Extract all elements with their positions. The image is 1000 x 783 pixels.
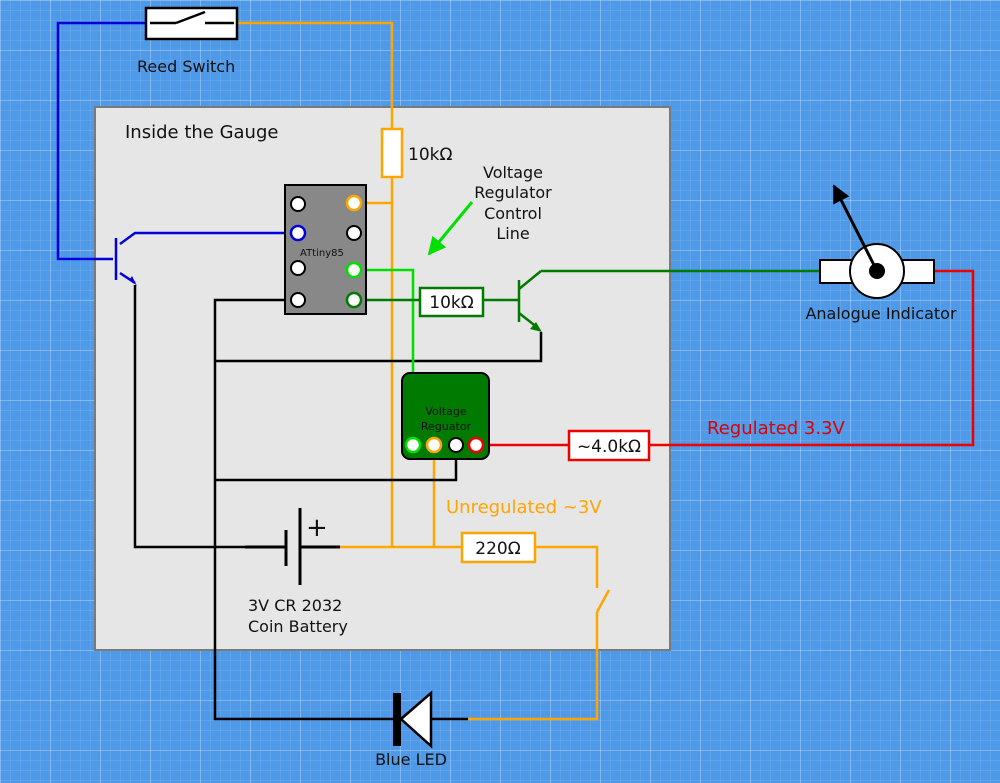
attiny85-label: ATtiny85	[300, 248, 344, 259]
reed-switch[interactable]	[144, 6, 239, 41]
ground-wires	[133, 285, 543, 721]
control-line-arrow	[427, 201, 474, 256]
analogue-indicator	[819, 184, 935, 299]
svg-text:Control: Control	[484, 204, 542, 223]
led-resistor	[460, 531, 537, 564]
meter-resistor-label: ~4.0kΩ	[577, 437, 641, 457]
battery-label-2: Coin Battery	[248, 617, 348, 636]
battery-plus: +	[306, 513, 328, 543]
regulated-label: Regulated 3.3V	[707, 418, 846, 439]
regulator-label-2: Reguator	[421, 420, 472, 433]
regulated-wires	[480, 269, 975, 447]
regulator-label-1: Voltage	[425, 405, 466, 418]
meter-resistor	[567, 429, 651, 462]
voltage-regulator	[401, 372, 490, 460]
gauge-label: Inside the Gauge	[125, 122, 278, 143]
coin-battery	[245, 508, 340, 585]
led-label: Blue LED	[375, 750, 447, 769]
reed-transistor-emitter-arrow	[130, 276, 137, 286]
control-transistor-emitter-arrow	[530, 322, 542, 332]
reed-switch-label: Reed Switch	[137, 57, 235, 76]
base-resistor	[418, 286, 485, 318]
svg-text:Voltage: Voltage	[483, 163, 543, 182]
led-switch[interactable]	[595, 589, 611, 613]
gauge-enclosure	[94, 106, 671, 651]
pullup-resistor-label: 10kΩ	[408, 145, 452, 165]
blue-led	[393, 690, 468, 749]
control-line-label: Voltage Regulator Control Line	[474, 163, 552, 243]
base-resistor-label: 10kΩ	[429, 293, 473, 313]
led-resistor-label: 220Ω	[475, 539, 520, 559]
indicator-label: Analogue Indicator	[805, 304, 956, 323]
svg-text:Line: Line	[496, 224, 529, 243]
attiny85-chip	[284, 184, 367, 315]
battery-label-1: 3V CR 2032	[248, 596, 342, 615]
unregulated-label: Unregulated ~3V	[446, 497, 602, 518]
svg-text:Regulator: Regulator	[474, 183, 552, 202]
pullup-resistor	[380, 127, 404, 179]
